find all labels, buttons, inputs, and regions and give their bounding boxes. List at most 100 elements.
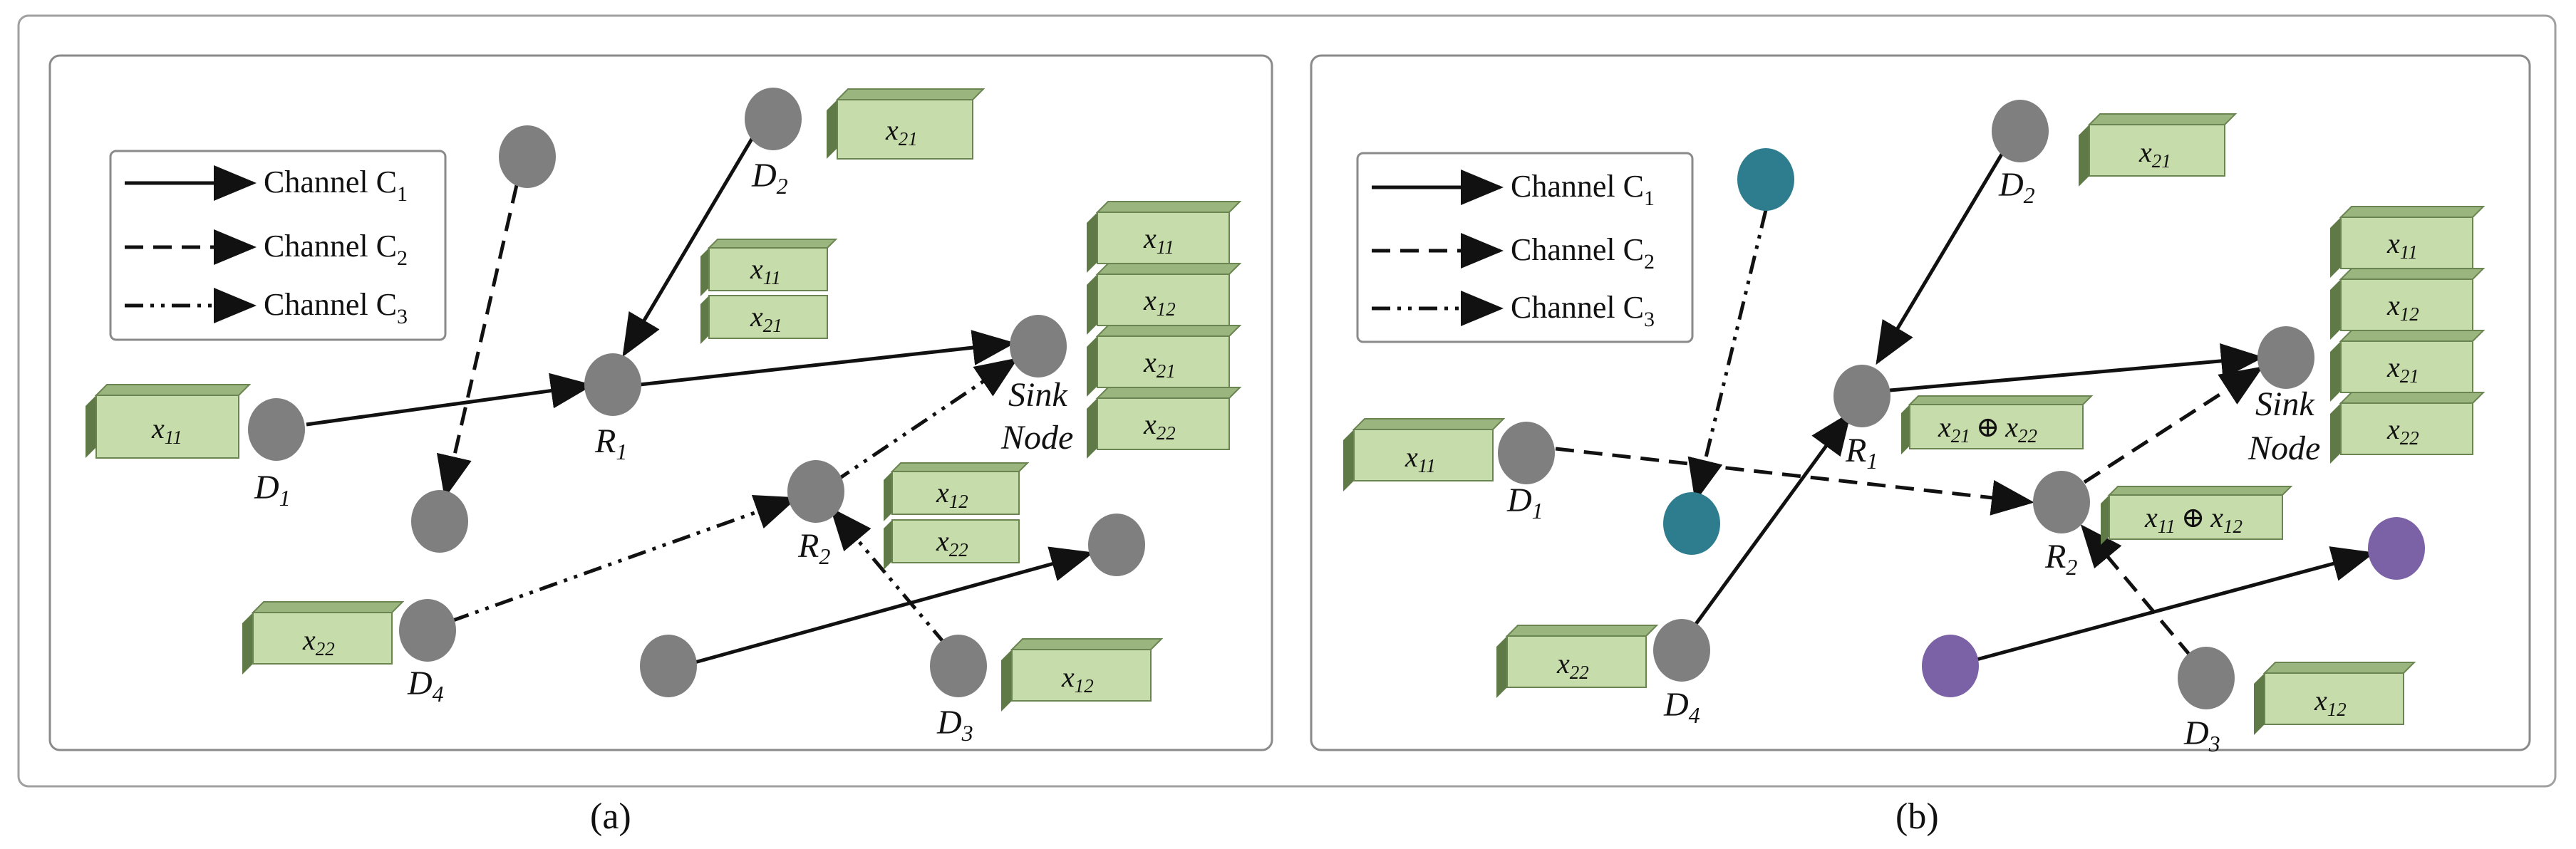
node-r2 xyxy=(2033,471,2090,533)
edge-d3-r2 xyxy=(829,507,947,646)
panel-b: Channel C1 Channel C2 Channel C3 xyxy=(1310,54,2531,756)
edges-a xyxy=(306,134,1094,665)
packet-box-d3: x12 xyxy=(2254,662,2416,735)
node-d3 xyxy=(2178,647,2235,709)
edge-d4-r2 xyxy=(450,494,798,623)
node-teal xyxy=(1663,492,1720,555)
svg-text:x21: x21 xyxy=(2386,351,2419,387)
packet-box-r1-top: x11 xyxy=(700,239,838,296)
label-d2: D2 xyxy=(1998,166,2035,208)
node-purple xyxy=(2368,517,2425,580)
caption-a: (a) xyxy=(590,796,631,837)
legend-frame xyxy=(1356,152,1694,343)
packet-box-r2-bottom: x22 xyxy=(884,519,1020,570)
node-d4 xyxy=(1653,619,1710,682)
label-d2: D2 xyxy=(751,157,788,199)
node-d2 xyxy=(1992,100,2049,162)
legend-a: Channel C1 Channel C2 Channel C3 xyxy=(109,150,447,341)
edge-teal-teal-c3 xyxy=(1687,209,1768,502)
label-r1: R1 xyxy=(594,422,627,464)
node-teal xyxy=(1737,148,1794,211)
edge-r2-sink xyxy=(832,358,1019,484)
packet-box-d1: x11 xyxy=(86,384,252,459)
label-sink-1: Sink xyxy=(1008,376,1068,414)
nodes-b xyxy=(1498,100,2425,709)
svg-text:x12: x12 xyxy=(2386,289,2419,325)
label-r1: R1 xyxy=(1845,432,1878,474)
packet-box-d4: x22 xyxy=(242,601,405,674)
svg-text:x12: x12 xyxy=(936,476,968,512)
edge-d3-r2 xyxy=(2080,524,2193,658)
edge-d2-r1 xyxy=(1876,148,2007,365)
node-d4 xyxy=(399,599,456,662)
nodes-a xyxy=(248,88,1145,697)
svg-text:x11⊕x12: x11⊕x12 xyxy=(2144,501,2243,537)
legend-item-c1: Channel C1 xyxy=(264,165,408,206)
label-d3: D3 xyxy=(2183,714,2220,756)
panel-a: Channel C1 Channel C2 Channel C3 xyxy=(48,54,1273,751)
panel-b-frame xyxy=(1310,54,2531,751)
legend-item-c1: Channel C1 xyxy=(1511,169,1655,210)
node-r2 xyxy=(787,460,844,523)
edge-gray-gray-c2 xyxy=(436,184,519,499)
svg-text:x11: x11 xyxy=(750,253,781,288)
node-r1 xyxy=(1833,365,1890,427)
node-d2 xyxy=(745,88,802,150)
svg-text:x12: x12 xyxy=(2314,684,2347,720)
edge-d4-r1 xyxy=(1692,411,1851,628)
edge-purple-purple-c1 xyxy=(1973,546,2375,662)
node-labels-a: D1 D2 D3 D4 R1 R2 Sink Node xyxy=(254,157,1073,746)
node-purple xyxy=(1922,635,1979,697)
node-labels-b: D1 D2 D3 D4 R1 R2 Sink Node xyxy=(1506,166,2320,756)
packet-box-sink-stack: x11 x12 x21 x22 xyxy=(2330,206,2486,464)
node-plain xyxy=(1088,514,1145,576)
label-d4: D4 xyxy=(1663,686,1700,728)
edge-gray-gray-c1 xyxy=(694,546,1094,665)
edge-d1-r2 xyxy=(1555,447,2034,516)
svg-text:x22: x22 xyxy=(1556,647,1589,683)
svg-text:x22: x22 xyxy=(1143,408,1176,444)
node-sink xyxy=(2257,326,2314,389)
label-sink-1: Sink xyxy=(2255,385,2315,423)
panel-a-frame xyxy=(48,54,1273,751)
node-plain xyxy=(411,490,468,553)
node-sink xyxy=(1010,315,1067,377)
packet-box-d4: x22 xyxy=(1496,625,1659,698)
packet-box-d1: x11 xyxy=(1343,418,1506,491)
node-d1 xyxy=(248,398,305,461)
svg-text:x12: x12 xyxy=(1061,661,1094,697)
packet-box-r2-xor: x11⊕x12 xyxy=(2101,486,2293,545)
edge-d2-r1 xyxy=(622,134,756,358)
node-d3 xyxy=(930,635,987,697)
edge-d1-r1 xyxy=(306,373,594,427)
node-plain xyxy=(499,125,556,188)
packet-box-r1-bottom: x21 xyxy=(700,295,828,344)
svg-text:x11: x11 xyxy=(2386,227,2418,263)
edge-r1-sink xyxy=(639,330,1015,387)
svg-text:x11: x11 xyxy=(1405,441,1436,476)
svg-text:x21: x21 xyxy=(885,114,918,150)
svg-text:x22: x22 xyxy=(936,525,968,561)
outer-frame xyxy=(17,14,2557,788)
legend-frame xyxy=(109,150,447,341)
svg-text:x22: x22 xyxy=(302,624,335,660)
legend-item-c3: Channel C3 xyxy=(1511,290,1655,331)
svg-text:x11: x11 xyxy=(151,412,182,448)
svg-text:x21: x21 xyxy=(2138,136,2171,172)
svg-text:x22: x22 xyxy=(2386,413,2419,449)
node-r1 xyxy=(584,353,641,416)
label-d1: D1 xyxy=(1506,481,1543,524)
legend-item-c2: Channel C2 xyxy=(1511,232,1655,274)
label-r2: R2 xyxy=(2044,538,2077,580)
svg-text:x21: x21 xyxy=(750,301,782,336)
svg-text:x21⊕x22: x21⊕x22 xyxy=(1938,411,2037,447)
label-d1: D1 xyxy=(254,469,291,511)
svg-text:x11: x11 xyxy=(1143,222,1174,258)
packet-box-d3: x12 xyxy=(1001,638,1164,712)
packet-box-d2: x21 xyxy=(827,88,986,160)
edges-b xyxy=(1555,148,2375,662)
legend-b: Channel C1 Channel C2 Channel C3 xyxy=(1356,152,1694,343)
svg-text:x12: x12 xyxy=(1143,284,1176,320)
edge-r2-sink xyxy=(2083,366,2264,484)
